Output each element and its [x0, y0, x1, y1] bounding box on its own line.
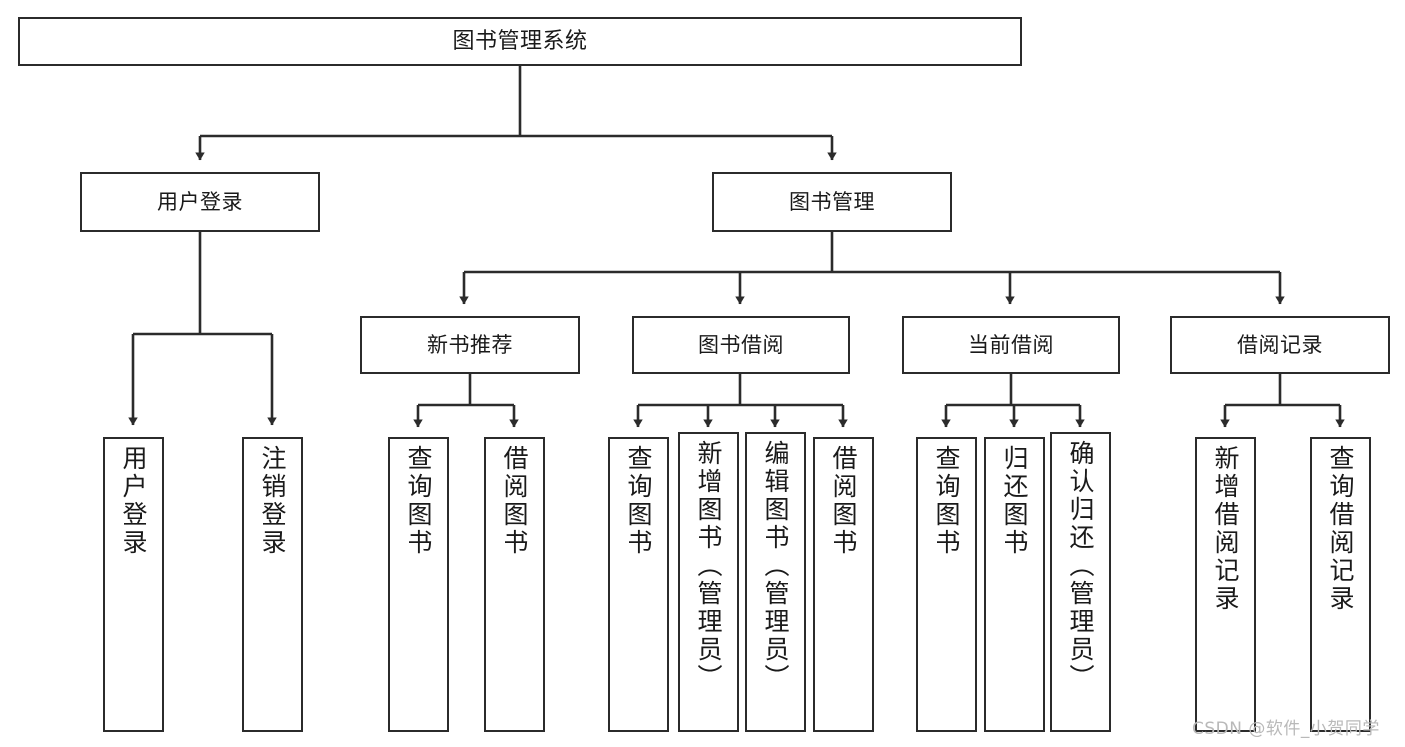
- node-user-login[interactable]: 用户登录: [80, 172, 320, 232]
- node-leaf-current-query[interactable]: 查询图书: [916, 437, 977, 732]
- node-book-borrow[interactable]: 图书借阅: [632, 316, 850, 374]
- node-leaf-newbook-borrow[interactable]: 借阅图书: [484, 437, 545, 732]
- node-leaf-add-book[interactable]: 新增图书（管理员）: [678, 432, 739, 732]
- node-leaf-query-record[interactable]: 查询借阅记录: [1310, 437, 1371, 732]
- node-root[interactable]: 图书管理系统: [18, 17, 1022, 66]
- node-leaf-current-query-label: 查询图书: [932, 445, 961, 557]
- node-leaf-logout[interactable]: 注销登录: [242, 437, 303, 732]
- node-new-book-recommend[interactable]: 新书推荐: [360, 316, 580, 374]
- node-leaf-edit-book[interactable]: 编辑图书（管理员）: [745, 432, 806, 732]
- node-leaf-confirm-return[interactable]: 确认归还（管理员）: [1050, 432, 1111, 732]
- node-leaf-query-record-label: 查询借阅记录: [1326, 445, 1355, 613]
- node-borrow-record-label: 借阅记录: [1237, 332, 1323, 357]
- node-leaf-newbook-query[interactable]: 查询图书: [388, 437, 449, 732]
- node-leaf-borrow-query[interactable]: 查询图书: [608, 437, 669, 732]
- node-book-management-label: 图书管理: [789, 189, 875, 214]
- node-leaf-newbook-borrow-label: 借阅图书: [500, 445, 529, 557]
- node-current-borrow-label: 当前借阅: [968, 332, 1054, 357]
- node-leaf-borrow-book-label: 借阅图书: [829, 445, 858, 557]
- node-leaf-borrow-book[interactable]: 借阅图书: [813, 437, 874, 732]
- node-current-borrow[interactable]: 当前借阅: [902, 316, 1120, 374]
- node-leaf-edit-book-label: 编辑图书（管理员）: [761, 440, 790, 692]
- node-leaf-return-book-label: 归还图书: [1000, 445, 1029, 557]
- node-leaf-borrow-query-label: 查询图书: [624, 445, 653, 557]
- node-leaf-add-record-label: 新增借阅记录: [1211, 445, 1240, 613]
- node-leaf-user-login[interactable]: 用户登录: [103, 437, 164, 732]
- node-book-management[interactable]: 图书管理: [712, 172, 952, 232]
- node-leaf-add-book-label: 新增图书（管理员）: [694, 440, 723, 692]
- node-leaf-user-login-label: 用户登录: [119, 445, 148, 557]
- node-leaf-logout-label: 注销登录: [258, 445, 287, 557]
- node-user-login-label: 用户登录: [157, 189, 243, 214]
- node-new-book-recommend-label: 新书推荐: [427, 332, 513, 357]
- node-root-label: 图书管理系统: [452, 28, 588, 54]
- node-leaf-newbook-query-label: 查询图书: [404, 445, 433, 557]
- node-book-borrow-label: 图书借阅: [698, 332, 784, 357]
- node-leaf-confirm-return-label: 确认归还（管理员）: [1066, 440, 1095, 692]
- node-leaf-add-record[interactable]: 新增借阅记录: [1195, 437, 1256, 732]
- watermark: CSDN @软件_小贺同学: [1192, 719, 1380, 739]
- node-leaf-return-book[interactable]: 归还图书: [984, 437, 1045, 732]
- node-borrow-record[interactable]: 借阅记录: [1170, 316, 1390, 374]
